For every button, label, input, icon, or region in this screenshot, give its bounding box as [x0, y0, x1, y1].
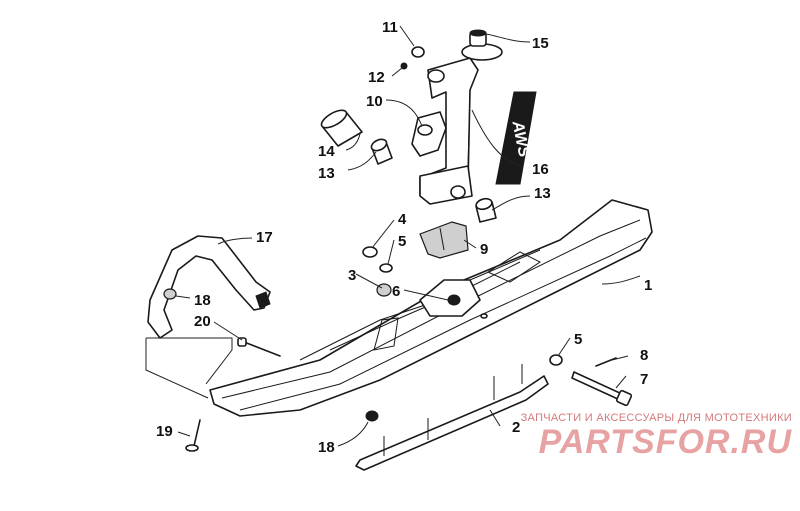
watermark: ЗАПЧАСТИ И АКСЕССУАРЫ ДЛЯ МОТОТЕХНИКИ PA… [492, 412, 792, 460]
callout-7: 7 [640, 371, 648, 388]
bolt-7-part [571, 371, 633, 407]
nut-4-part [362, 246, 378, 258]
watermark-subtitle: ЗАПЧАСТИ И АКСЕССУАРЫ ДЛЯ МОТОТЕХНИКИ [520, 412, 792, 424]
bushing-13b-part [475, 197, 497, 223]
watermark-brand: PARTSFOR.RU [538, 423, 792, 461]
callout-16: 16 [532, 161, 549, 178]
callout-19: 19 [156, 423, 173, 440]
callout-15: 15 [532, 35, 549, 52]
callout-18a: 18 [194, 292, 211, 309]
nut-11-part [411, 46, 425, 58]
callout-13b: 13 [534, 185, 551, 202]
washer-12-part [400, 62, 408, 70]
decal-part: AWS [495, 91, 537, 185]
callout-3: 3 [348, 267, 356, 284]
callout-8: 8 [640, 347, 648, 364]
callout-5b: 5 [574, 331, 582, 348]
callout-2: 2 [512, 419, 520, 436]
handle-part [147, 235, 271, 339]
callout-12: 12 [368, 69, 385, 86]
callout-5a: 5 [398, 233, 406, 250]
cap-part [461, 29, 503, 61]
pivot-6-part [447, 294, 461, 306]
wear-bar-part [355, 364, 549, 471]
bolt-20-part [237, 337, 281, 357]
nut-3-part [376, 283, 392, 297]
callout-17: 17 [256, 229, 273, 246]
callout-18b: 18 [318, 439, 335, 456]
spindle-part [411, 57, 479, 205]
saddle-part [419, 221, 469, 259]
callout-11: 11 [382, 19, 398, 36]
decal-text: AWS [508, 119, 532, 159]
callout-6: 6 [392, 283, 400, 300]
washer-5b-part [549, 354, 563, 366]
nut-18a-part [163, 288, 177, 300]
washer-5a-part [379, 263, 393, 273]
bushing-13a-part [370, 138, 393, 165]
callout-10: 10 [366, 93, 383, 110]
nut-18b-part [365, 410, 379, 422]
callout-labels: 1 2 3 4 5 5 6 7 8 9 10 11 12 13 13 14 15… [156, 19, 652, 456]
callout-14: 14 [318, 143, 335, 160]
callout-4: 4 [398, 211, 407, 228]
callout-20: 20 [194, 313, 211, 330]
pin-8-part [595, 357, 617, 367]
callout-9: 9 [480, 241, 488, 258]
ski-part [209, 199, 653, 417]
bushing-14-part [320, 109, 363, 147]
bolt-19-part [185, 419, 201, 452]
leader-lines [145, 25, 641, 447]
callout-13a: 13 [318, 165, 335, 182]
callout-1: 1 [644, 277, 652, 294]
